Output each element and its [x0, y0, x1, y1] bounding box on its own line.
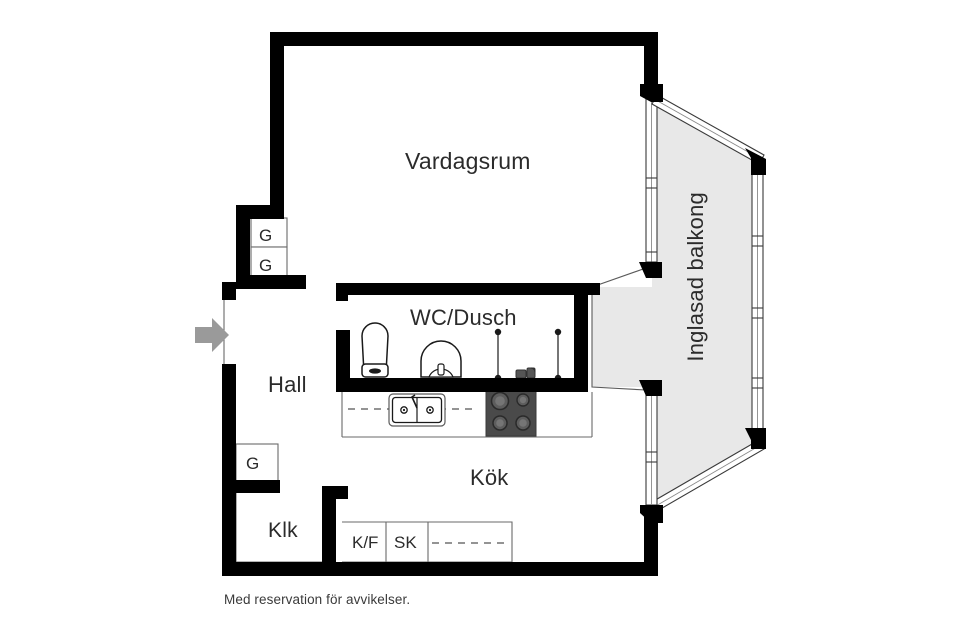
walls — [222, 32, 658, 576]
room-label-hall: Hall — [268, 372, 307, 397]
room-label-wc-dusch: WC/Dusch — [410, 305, 517, 330]
closet-label-g3: G — [246, 454, 260, 473]
wall-hall-left-upper — [222, 282, 236, 300]
washbasin-icon — [420, 340, 462, 378]
wall-klk-top — [222, 480, 280, 493]
room-label-vardagsrum: Vardagsrum — [405, 148, 531, 174]
balcony-area — [591, 84, 766, 523]
wall-closet-left — [236, 205, 250, 287]
wall-living-right — [644, 32, 658, 90]
wall-wc-left — [336, 330, 350, 392]
wall-wc-top-tab — [336, 283, 348, 301]
wall-living-top — [270, 32, 658, 46]
appliance-label-sk: SK — [394, 533, 417, 552]
room-label-kok: Kök — [470, 465, 509, 490]
wall-kitchen-right — [644, 509, 658, 576]
wall-appliance-icon — [515, 367, 536, 379]
balcony-inner-edge — [591, 267, 647, 391]
wall-bottom — [222, 562, 658, 576]
cooktop-icon — [485, 387, 537, 437]
appliance-label-kf: K/F — [352, 533, 379, 552]
room-label-inglasad-balkong: Inglasad balkong — [683, 192, 708, 362]
wall-wc-top — [336, 283, 600, 295]
wall-closet-bottom — [236, 275, 306, 289]
wall-klk-right — [322, 486, 336, 576]
closet-boxes — [235, 217, 288, 483]
disclaimer-text: Med reservation för avvikelser. — [224, 592, 411, 607]
closet-label-g2: G — [259, 256, 273, 275]
balcony-glass-panel-left-upper — [645, 95, 658, 269]
wall-living-left — [270, 32, 284, 214]
balcony-floor-fill — [592, 93, 762, 513]
balcony-glass-panel-left-lower — [645, 389, 658, 506]
wall-wc-bottom — [336, 378, 588, 392]
kitchen-sink-icon — [388, 393, 446, 427]
closet-box-g2 — [250, 246, 288, 277]
wall-hall-left-lower — [222, 364, 236, 576]
toilet-icon — [361, 322, 389, 378]
closet-label-g1: G — [259, 226, 273, 245]
wall-wc-right — [574, 283, 588, 388]
balcony-glass-panel-right — [751, 159, 764, 444]
wall-klk-right-tab — [322, 486, 348, 499]
entrance-arrow — [195, 318, 229, 352]
room-label-klk: Klk — [268, 519, 298, 542]
